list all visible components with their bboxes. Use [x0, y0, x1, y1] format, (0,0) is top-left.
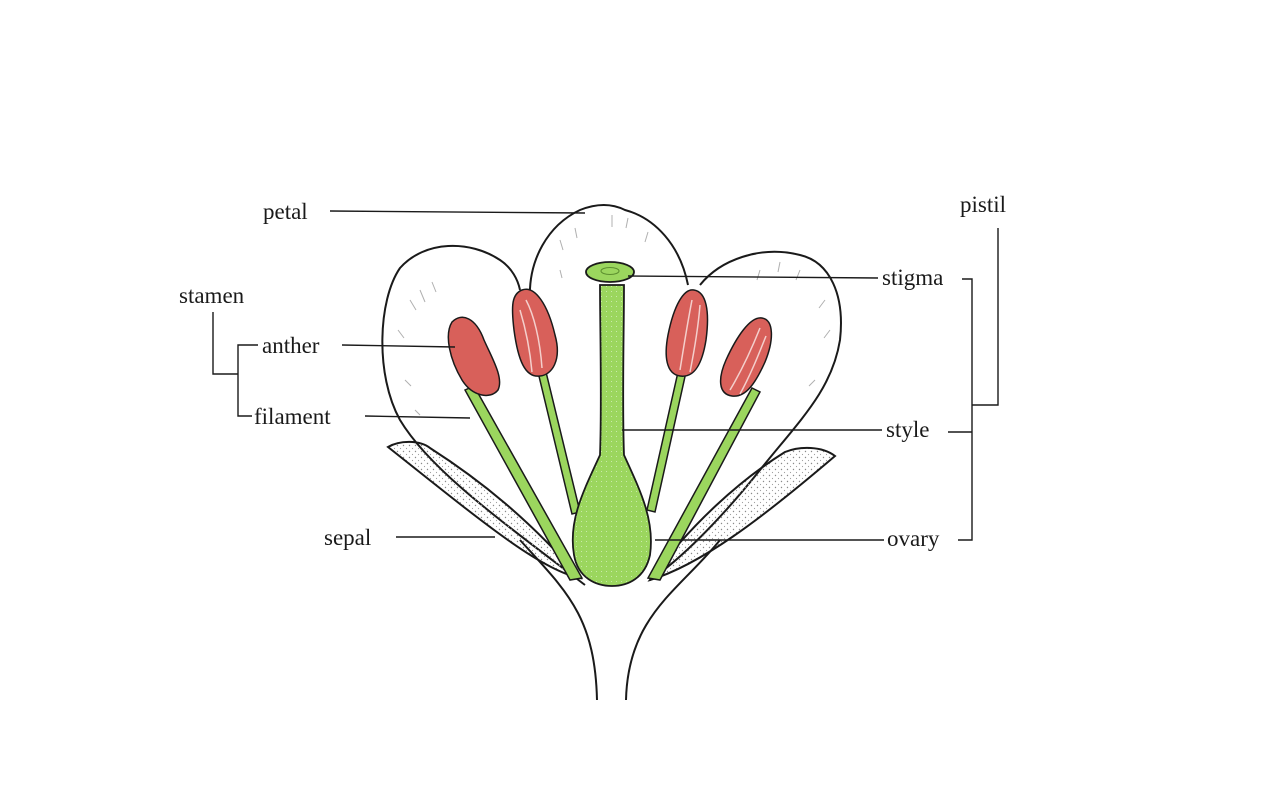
pistil-bracket-inner	[948, 278, 973, 541]
stamen-inner-bracket	[237, 344, 258, 417]
stamen-bracket	[212, 312, 238, 375]
filament-leader	[364, 415, 471, 419]
label-anther: anther	[262, 333, 320, 358]
leader-lines	[212, 210, 999, 541]
anther-leader	[341, 344, 456, 348]
left-sepal	[386, 440, 583, 580]
style-ovary	[571, 284, 652, 587]
pistil-bracket-outer	[972, 228, 999, 406]
label-filament: filament	[254, 404, 331, 429]
anther-2	[511, 288, 559, 377]
stigma-leader	[627, 275, 879, 279]
label-stamen: stamen	[179, 283, 245, 308]
label-stigma: stigma	[882, 265, 944, 290]
petal-leader	[329, 210, 586, 214]
filament-4	[646, 387, 762, 581]
anther-4	[719, 317, 773, 397]
petal-texture	[397, 215, 831, 416]
label-ovary: ovary	[887, 526, 940, 551]
anthers	[447, 288, 773, 397]
label-sepal: sepal	[324, 525, 372, 550]
stigma-shape	[585, 261, 635, 283]
anther-3	[665, 289, 709, 377]
anther-1	[447, 316, 501, 397]
label-petal: petal	[263, 199, 308, 224]
label-pistil: pistil	[960, 192, 1007, 217]
label-style: style	[886, 417, 930, 442]
filaments	[463, 371, 762, 581]
pistil-shape	[571, 261, 652, 587]
